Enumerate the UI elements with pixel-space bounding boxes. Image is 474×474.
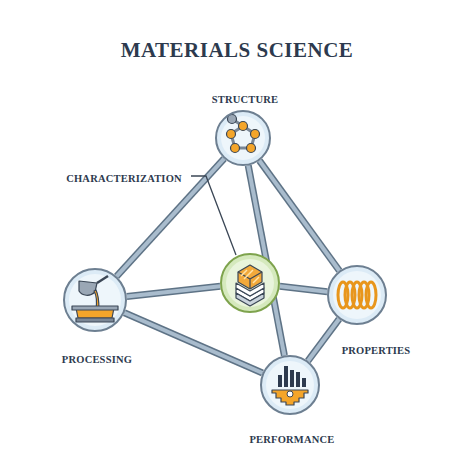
concept-circle: PERFORMANCE: [260, 355, 320, 415]
concept-label: PERFORMANCE: [249, 434, 334, 445]
leader-line: [191, 176, 236, 255]
connector-stroke: [308, 319, 339, 361]
connector-bar: [259, 161, 339, 271]
connector-stroke: [308, 319, 339, 361]
ladle-icon: [72, 276, 118, 322]
connector-stroke: [124, 313, 262, 373]
spring-icon: [338, 282, 376, 308]
sample-stack-icon: [236, 265, 264, 306]
connector-bar: [124, 313, 262, 373]
diagram-title: MATERIALS SCIENCE: [0, 38, 474, 63]
connector-stroke: [259, 161, 339, 271]
connector-stroke: [259, 161, 339, 271]
connector-stroke: [280, 286, 327, 291]
concept-circle: CHARACTERIZATION: [220, 253, 280, 313]
connector-stroke: [124, 313, 262, 373]
concept-label: CHARACTERIZATION: [66, 173, 182, 184]
connector-bar: [308, 319, 339, 361]
concept-circle: PROCESSING: [63, 268, 127, 332]
concept-circle: STRUCTURE: [215, 110, 271, 166]
connector-stroke: [127, 286, 220, 296]
chart-gear-icon: [272, 366, 308, 405]
concept-label: STRUCTURE: [212, 94, 279, 105]
circle-fills: [64, 111, 386, 414]
concept-circle: PROPERTIES: [327, 265, 387, 325]
connector-stroke: [280, 286, 327, 291]
concept-label: PROPERTIES: [342, 345, 411, 356]
connector-stroke: [127, 286, 220, 296]
connector-bar: [127, 286, 220, 296]
molecule-icon: [227, 115, 260, 153]
connector-bar: [280, 286, 327, 291]
concept-label: PROCESSING: [62, 354, 132, 365]
